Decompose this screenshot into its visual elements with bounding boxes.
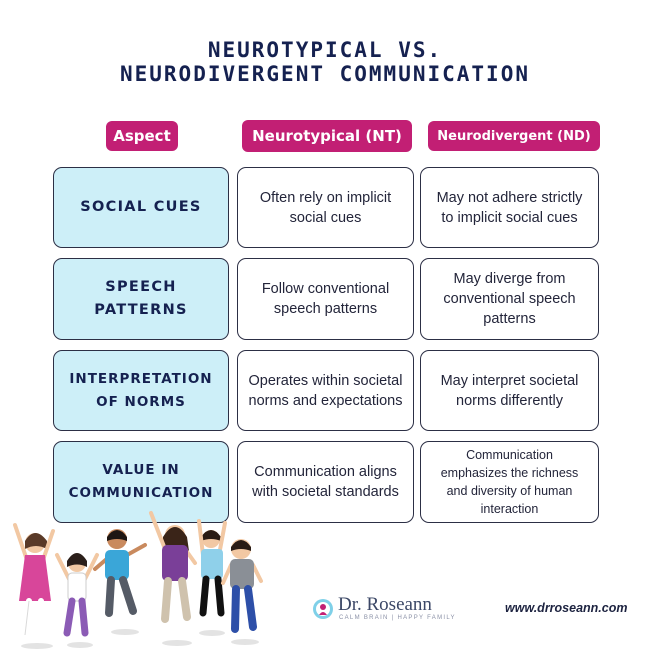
nd-text: and diversity of human [446,484,573,498]
nt-text: Follow conventional [261,281,390,297]
child-figure-1 [13,523,55,638]
nd-text: emphasizes the richness [440,466,579,480]
nd-cell-value-in-communication: Communication emphasizes the richness an… [420,441,599,523]
nt-cell-interpretation-of-norms: Operates within societal norms and expec… [237,350,414,431]
aspect-text: PATTERNS [94,302,188,318]
child-figure-2 [55,553,99,637]
jumping-children-illustration [13,511,263,649]
nt-cell-social-cues: Often rely on implicit social cues [237,167,414,248]
child-figure-3 [93,529,147,617]
aspect-cell-value-in-communication: VALUE IN COMMUNICATION [53,441,229,523]
aspect-text: VALUE IN [102,462,180,478]
nd-text: to implicit social cues [441,209,578,226]
aspect-cell-speech-patterns: SPEECH PATTERNS [53,258,229,340]
page-title: NEUROTYPICAL VS. NEURODIVERGENT COMMUNIC… [0,38,650,86]
nd-text: May diverge from [453,271,566,287]
header-neurodivergent: Neurodivergent (ND) [428,121,600,151]
aspect-text: SOCIAL CUES [80,199,202,215]
nt-cell-speech-patterns: Follow conventional speech patterns [237,258,414,340]
aspect-cell-social-cues: SOCIAL CUES [53,167,229,248]
dr-roseann-logo: Dr. Roseann CALM BRAIN | HAPPY FAMILY [312,594,455,624]
logo-name: Dr. Roseann [338,594,432,615]
header-aspect: Aspect [106,121,178,151]
nd-text: conventional speech [443,291,576,307]
title-line-1: NEUROTYPICAL VS. [207,38,443,62]
nd-cell-interpretation-of-norms: May interpret societal norms differently [420,350,599,431]
nd-text: May not adhere strictly [436,189,583,206]
website-url: www.drroseann.com [505,601,628,615]
nd-text: patterns [483,311,536,327]
aspect-cell-interpretation-of-norms: INTERPRETATION OF NORMS [53,350,229,431]
aspect-text: COMMUNICATION [68,485,214,501]
aspect-text: SPEECH [105,279,177,295]
nt-text: speech patterns [273,301,378,317]
aspect-text: OF NORMS [96,393,186,410]
nt-text: Operates within societal [248,372,403,389]
nt-cell-value-in-communication: Communication aligns with societal stand… [237,441,414,523]
nt-text: Often rely on implicit [259,189,392,206]
child-figure-5 [197,519,227,617]
nt-text: norms and expectations [248,392,403,409]
logo-tagline: CALM BRAIN | HAPPY FAMILY [339,615,456,621]
nd-text: Communication [466,448,553,462]
nd-cell-speech-patterns: May diverge from conventional speech pat… [420,258,599,340]
nd-text: May interpret societal [440,372,579,389]
title-line-2: NEURODIVERGENT COMMUNICATION [119,62,530,86]
nt-text: with societal standards [252,484,399,500]
nt-text: Communication aligns [254,464,397,480]
header-neurotypical: Neurotypical (NT) [242,120,412,152]
child-figure-4 [149,511,197,623]
aspect-text: INTERPRETATION [69,370,213,387]
nt-text: social cues [289,209,362,226]
brain-logo-icon [313,599,333,619]
nd-text: norms differently [456,392,563,409]
nd-cell-social-cues: May not adhere strictly to implicit soci… [420,167,599,248]
child-figure-6 [221,539,263,633]
nd-text: interaction [480,502,539,516]
